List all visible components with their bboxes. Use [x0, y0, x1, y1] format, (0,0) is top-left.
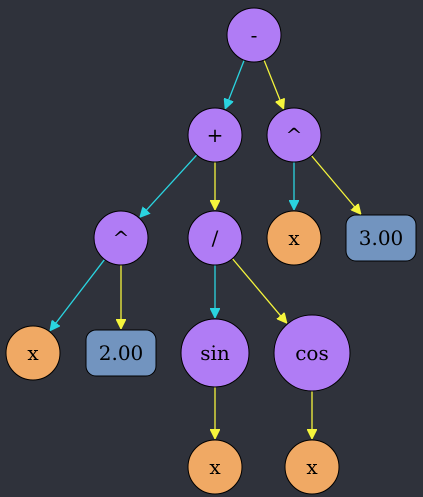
node-circle — [266, 210, 322, 266]
edge-minus-to-plus — [225, 59, 245, 109]
node-pow-right: ^ — [266, 107, 322, 163]
nodes-layer: - + ^ ^ / x 3.00 x 2.00 sin cos x x — [5, 7, 417, 495]
node-label: + — [207, 123, 224, 147]
node-label: ^ — [286, 123, 303, 147]
node-circle — [266, 107, 322, 163]
node-circle — [93, 210, 149, 266]
edge-minus-to-pow_right — [263, 59, 284, 109]
node-circle — [187, 439, 243, 495]
node-rounded-box — [345, 214, 417, 262]
edge-pow_right-to-const_300 — [310, 155, 361, 215]
node-const-200: 2.00 — [85, 329, 157, 377]
node-label: cos — [295, 341, 329, 365]
node-circle — [5, 325, 61, 381]
node-x-pow-left: x — [5, 325, 61, 381]
node-label: x — [306, 455, 318, 479]
node-const-300: 3.00 — [345, 214, 417, 262]
edges-layer — [50, 59, 361, 439]
node-cos: cos — [273, 314, 351, 392]
node-circle — [273, 314, 351, 392]
node-minus: - — [226, 7, 282, 63]
node-x-pow-right: x — [266, 210, 322, 266]
node-circle — [187, 210, 243, 266]
node-label: 2.00 — [99, 341, 144, 365]
edge-div-to-cos — [231, 258, 286, 324]
node-rounded-box — [85, 329, 157, 377]
node-x-sin: x — [187, 439, 243, 495]
node-circle — [226, 7, 282, 63]
node-circle — [284, 439, 340, 495]
node-label: x — [288, 226, 300, 250]
node-label: - — [251, 23, 258, 47]
node-plus: + — [187, 107, 243, 163]
node-pow-left: ^ — [93, 210, 149, 266]
node-label: x — [27, 341, 39, 365]
node-label: ^ — [113, 226, 130, 250]
node-circle — [187, 107, 243, 163]
node-label: x — [209, 455, 221, 479]
node-sin: sin — [180, 318, 250, 388]
node-label: / — [212, 226, 219, 250]
edge-plus-to-pow_left — [140, 154, 198, 217]
node-label: sin — [200, 341, 230, 365]
node-x-cos: x — [284, 439, 340, 495]
node-label: 3.00 — [359, 226, 404, 250]
node-circle — [180, 318, 250, 388]
node-div: / — [187, 210, 243, 266]
edge-pow_left-to-x_pow_left — [50, 259, 106, 330]
